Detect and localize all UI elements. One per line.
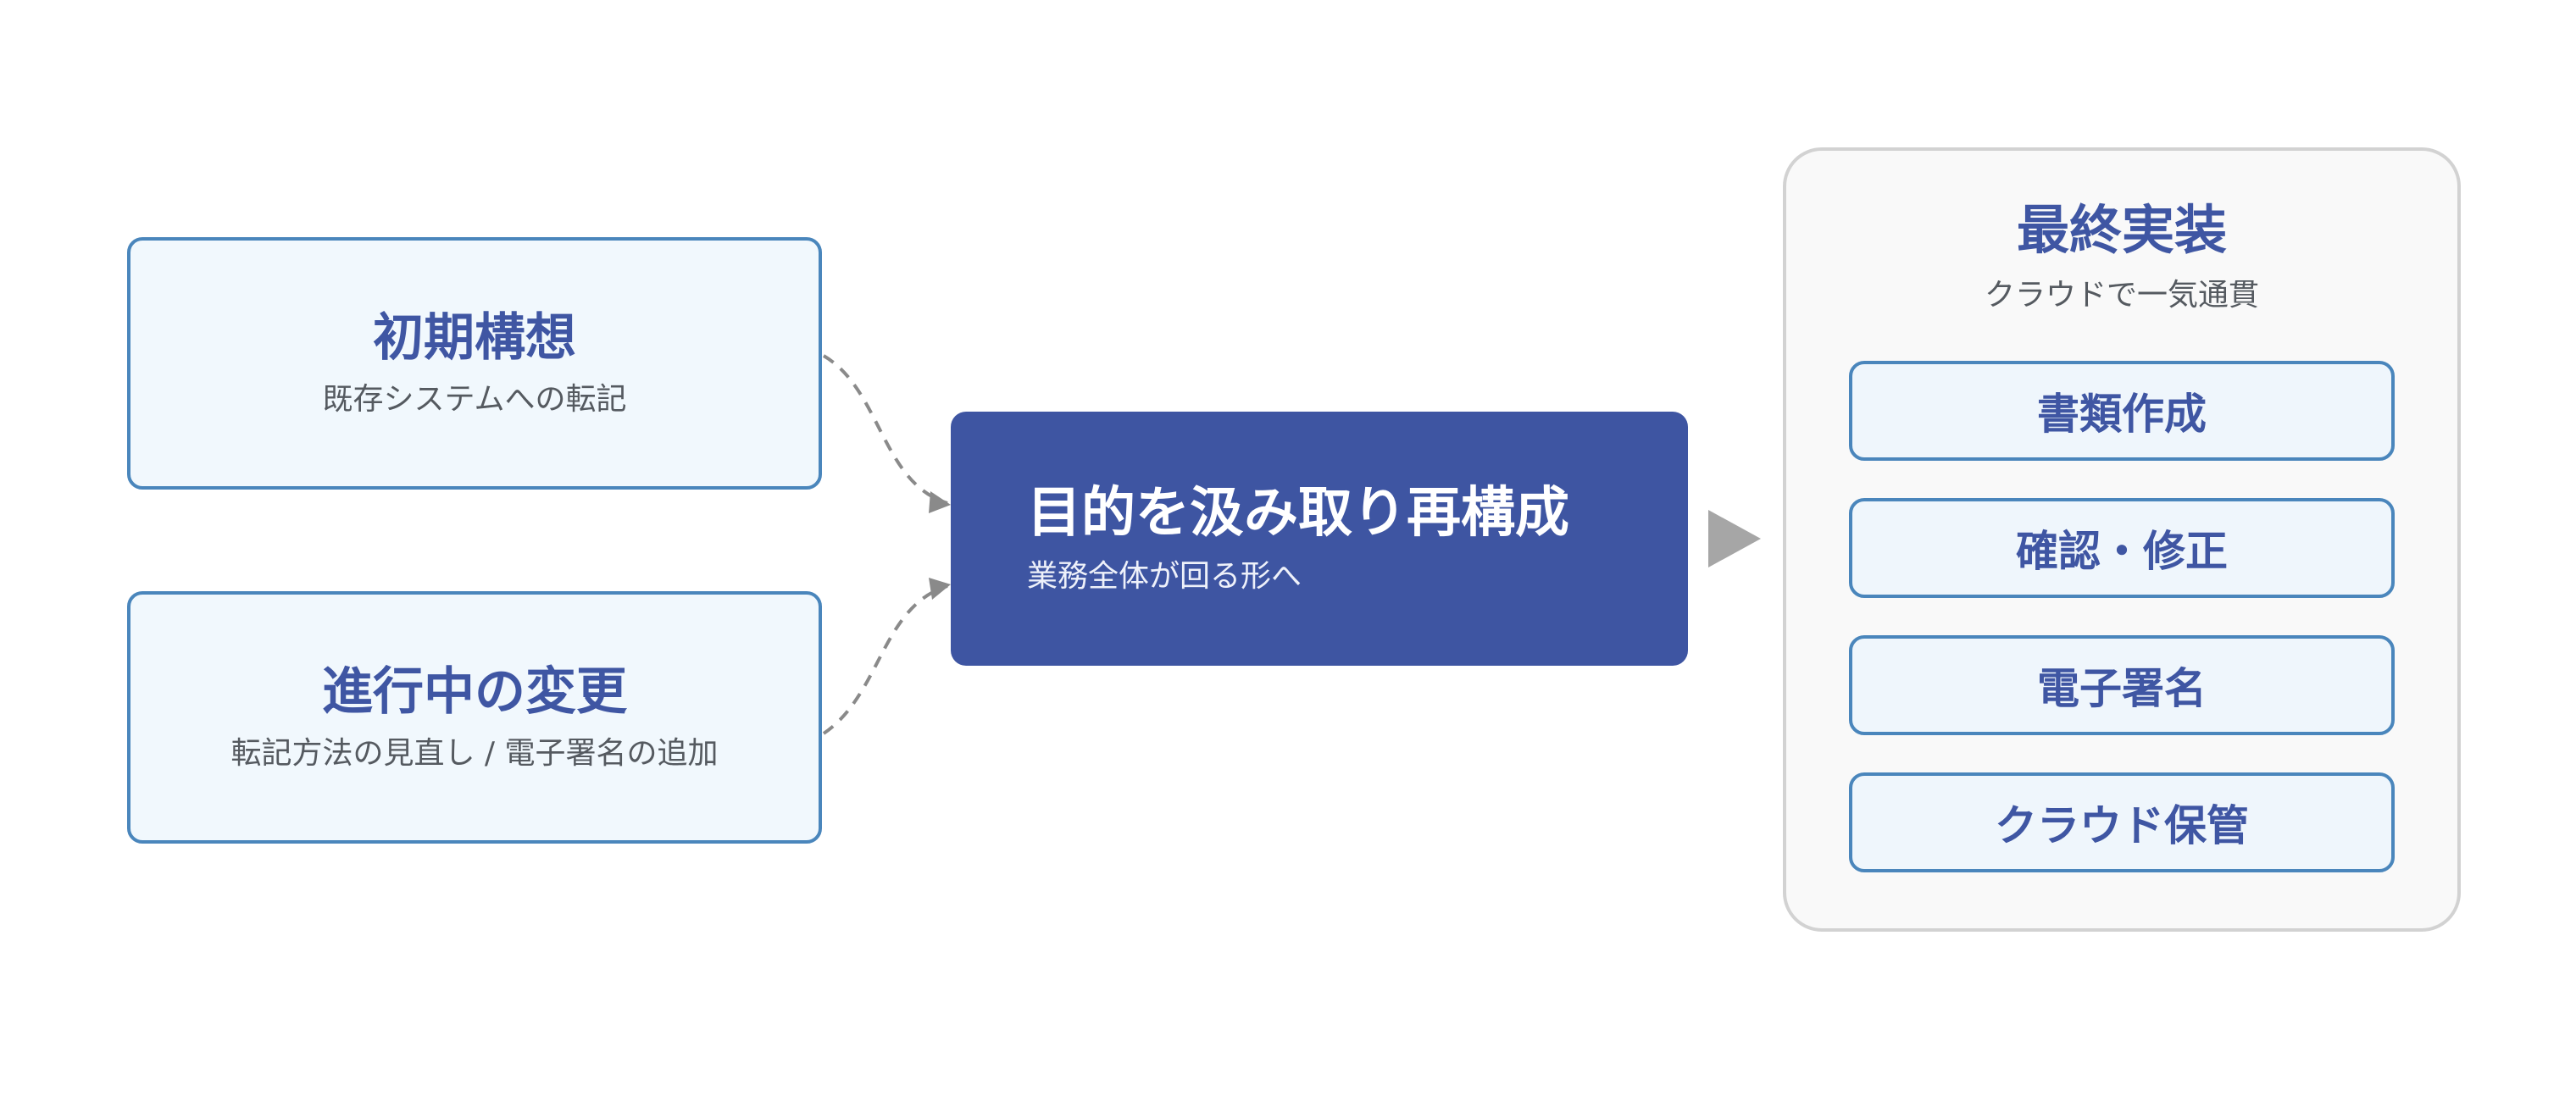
- step-review-edit: 確認・修正: [1849, 498, 2395, 598]
- step-e-signature: 電子署名: [1849, 635, 2395, 735]
- arrowhead-change-to-center: [929, 578, 951, 600]
- step-document-creation: 書類作成: [1849, 361, 2395, 461]
- final-implementation-panel: 最終実装 クラウドで一気通貫 書類作成 確認・修正 電子署名 クラウド保管: [1783, 147, 2461, 932]
- final-implementation-subtitle: クラウドで一気通貫: [1984, 278, 2259, 313]
- reconstruction-subtitle: 業務全体が回る形へ: [1027, 559, 1302, 594]
- initial-concept-subtitle: 既存システムへの転記: [322, 382, 627, 417]
- arrow-center-to-final: [1708, 510, 1761, 567]
- arrowhead-initial-to-center: [929, 491, 951, 513]
- ongoing-change-box: 進行中の変更 転記方法の見直し / 電子署名の追加: [127, 591, 822, 844]
- reconstruction-box: 目的を汲み取り再構成 業務全体が回る形へ: [951, 412, 1688, 666]
- connector-change-to-center: [822, 584, 948, 735]
- final-implementation-title: 最終実装: [2016, 199, 2227, 261]
- step-cloud-storage: クラウド保管: [1849, 772, 2395, 872]
- initial-concept-title: 初期構想: [373, 308, 576, 368]
- reconstruction-title: 目的を汲み取り再構成: [1027, 482, 1569, 545]
- ongoing-change-title: 進行中の変更: [322, 662, 627, 722]
- ongoing-change-subtitle: 転記方法の見直し / 電子署名の追加: [230, 736, 719, 771]
- connector-initial-to-center: [822, 354, 948, 505]
- initial-concept-box: 初期構想 既存システムへの転記: [127, 237, 822, 490]
